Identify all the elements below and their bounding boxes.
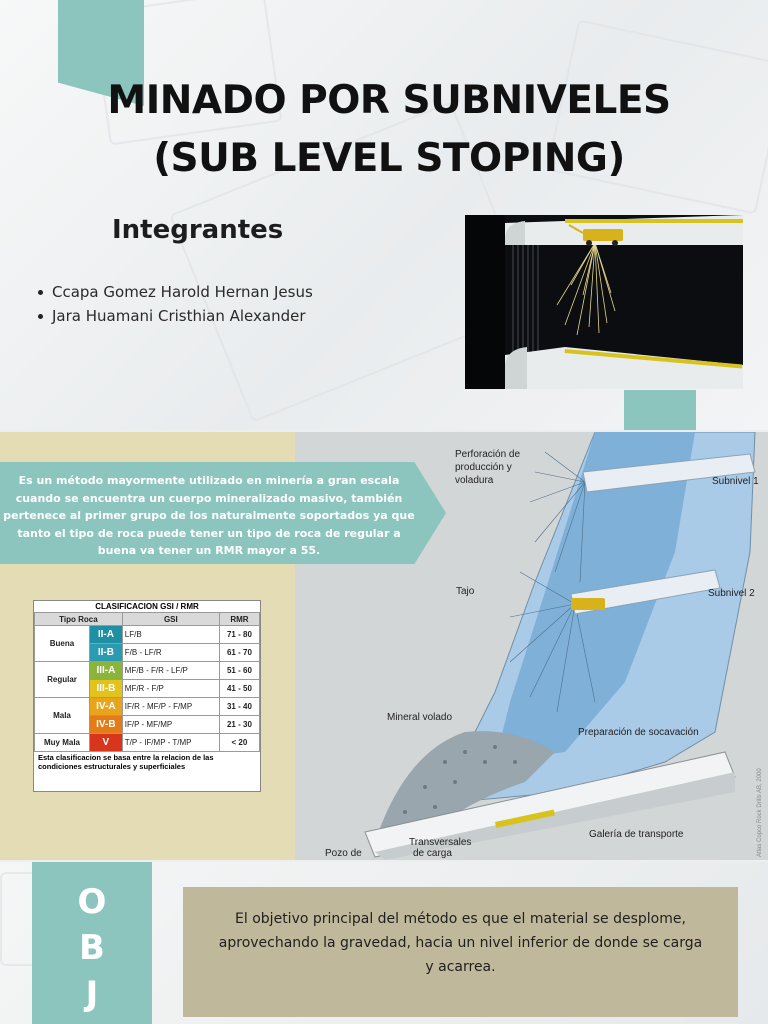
objective-slide: O B J E El objetivo principal del método… [0, 862, 768, 1024]
gsi-header: GSI [121, 612, 220, 626]
member-item: Ccapa Gomez Harold Hernan Jesus [36, 280, 313, 304]
gsi-group-label: Buena [34, 625, 90, 662]
gsi-rock-type: II-B [89, 643, 123, 662]
gsi-rock-type: V [89, 733, 123, 752]
gsi-value: IF/P - MF/MP [121, 715, 220, 734]
gsi-rock-type: IV-A [89, 697, 123, 716]
label-tajo: Tajo [456, 586, 475, 597]
gsi-rmr-table: CLASIFICACION GSI / RMR Tipo Roca GSI RM… [33, 600, 261, 792]
svg-text:de carga: de carga [413, 848, 452, 859]
side-letter: O [77, 882, 107, 922]
gsi-group-label: Regular [34, 661, 90, 698]
gsi-value: T/P - IF/MP - T/MP [121, 733, 220, 752]
objective-text: El objetivo principal del método es que … [218, 911, 703, 975]
teal-tab-decoration [624, 390, 696, 430]
rmr-value: 41 - 50 [218, 679, 261, 698]
description-text: Es un método mayormente utilizado en min… [3, 474, 415, 557]
gsi-value: MF/B - F/R - LF/P [121, 661, 220, 680]
gsi-rock-type: IV-B [89, 715, 123, 734]
objective-side-bar: O B J E [32, 862, 152, 1024]
method-slide: Perforación de producción y voladura Sub… [0, 432, 768, 860]
loader-icon [571, 598, 605, 610]
rmr-value: 71 - 80 [218, 625, 261, 644]
rmr-value: 31 - 40 [218, 697, 261, 716]
label-transversales: Transversales [409, 837, 471, 848]
gsi-group-label: Muy Mala [34, 733, 90, 752]
objective-box: El objetivo principal del método es que … [183, 887, 738, 1017]
gsi-header: Tipo Roca [34, 612, 123, 626]
gsi-rock-type: II-A [89, 625, 123, 644]
side-letter: E [32, 1020, 152, 1024]
label-subnivel-1: Subnivel 1 [712, 476, 759, 487]
members-heading: Integrantes [112, 215, 284, 245]
page-title: MINADO POR SUBNIVELES (SUB LEVEL STOPING… [0, 72, 768, 188]
label-preparacion: Preparación de socavación [578, 727, 699, 738]
side-letter: B [79, 928, 105, 968]
gsi-table-note: Esta clasificacion se basa entre la rela… [38, 753, 214, 771]
title-line-2: (SUB LEVEL STOPING) [153, 136, 625, 181]
svg-text:producción y: producción y [455, 462, 512, 473]
members-list: Ccapa Gomez Harold Hernan Jesus Jara Hua… [36, 280, 313, 328]
label-subnivel-2: Subnivel 2 [708, 588, 755, 599]
member-item: Jara Huamani Cristhian Alexander [36, 304, 313, 328]
label-perforacion: Perforación de [455, 449, 520, 460]
label-galeria: Galería de transporte [589, 829, 684, 840]
stope-3d-image [465, 215, 743, 389]
gsi-value: IF/R - MF/P - F/MP [121, 697, 220, 716]
gsi-value: F/B - LF/R [121, 643, 220, 662]
label-mineral-volado: Mineral volado [387, 712, 452, 723]
rmr-value: < 20 [218, 733, 261, 752]
svg-text:voladura: voladura [455, 475, 494, 486]
rmr-value: 51 - 60 [218, 661, 261, 680]
gsi-value: LF/B [121, 625, 220, 644]
gsi-rock-type: III-B [89, 679, 123, 698]
gsi-rock-type: III-A [89, 661, 123, 680]
rmr-value: 21 - 30 [218, 715, 261, 734]
gsi-value: MF/R - F/P [121, 679, 220, 698]
gsi-table-title: CLASIFICACION GSI / RMR [34, 601, 260, 612]
label-pozo: Pozo de [325, 848, 362, 859]
title-slide: MINADO POR SUBNIVELES (SUB LEVEL STOPING… [0, 0, 768, 430]
drill-jumbo-icon [568, 224, 623, 246]
description-callout: Es un método mayormente utilizado en min… [0, 462, 446, 564]
gsi-header: RMR [218, 612, 261, 626]
image-credit: Atlas Copco Rock Drills AB, 2000 [757, 768, 763, 857]
title-line-1: MINADO POR SUBNIVELES [107, 78, 671, 123]
gsi-group-label: Mala [34, 697, 90, 734]
rmr-value: 61 - 70 [218, 643, 261, 662]
side-letter: J [85, 974, 99, 1014]
